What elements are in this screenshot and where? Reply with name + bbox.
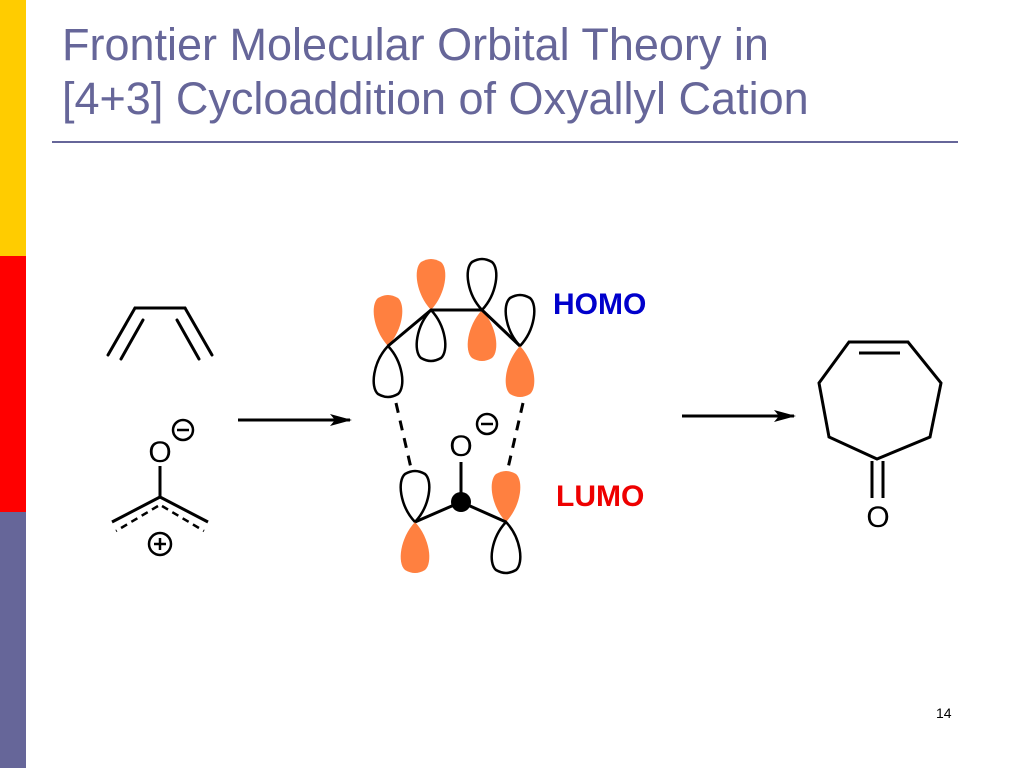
homo-label: HOMO xyxy=(553,288,646,321)
oxyallyl-oxygen-label: O xyxy=(148,436,171,469)
slide-title: Frontier Molecular Orbital Theory in [4+… xyxy=(62,18,962,126)
lumo-negative-charge xyxy=(475,412,499,436)
oxyallyl-positive-charge xyxy=(147,531,173,557)
title-underline xyxy=(52,141,958,143)
lumo-lobe-right-bottom xyxy=(490,520,522,575)
homo-lobe-c4-bottom xyxy=(505,346,535,397)
orbital-overlap-lines xyxy=(394,402,525,469)
homo-lobe-c2-top xyxy=(416,259,446,310)
homo-lobe-c1-bottom xyxy=(372,344,404,399)
lumo-lobe-left-bottom xyxy=(400,522,430,573)
lumo-oxygen-label: O xyxy=(449,430,472,463)
homo-lobe-c2-bottom xyxy=(415,308,447,363)
homo-lobe-c1-top xyxy=(373,295,403,346)
lumo-lobe-left-top xyxy=(399,469,431,524)
lumo-central-carbon xyxy=(451,492,471,512)
oxyallyl-cation-structure: O xyxy=(111,418,209,557)
page-number: 14 xyxy=(936,705,952,721)
homo-lobe-c4-top xyxy=(504,293,536,348)
accent-bar-yellow xyxy=(0,0,26,256)
accent-bar-red xyxy=(0,256,26,512)
cycloheptenone-structure xyxy=(817,340,943,498)
title-line-2: [4+3] Cycloaddition of Oxyallyl Cation xyxy=(62,73,809,124)
butadiene-structure xyxy=(106,306,214,361)
homo-lobe-c3-bottom xyxy=(467,310,497,361)
oxyallyl-negative-charge xyxy=(171,418,195,442)
lumo-label: LUMO xyxy=(556,480,644,513)
title-line-1: Frontier Molecular Orbital Theory in xyxy=(62,19,769,70)
accent-bar-blue xyxy=(0,512,26,768)
ketone-oxygen-label: O xyxy=(866,501,889,534)
homo-orbital-diagram xyxy=(372,257,536,399)
lumo-lobe-right-top xyxy=(491,471,521,522)
lumo-orbital-diagram xyxy=(399,462,522,575)
homo-lobe-c3-top xyxy=(466,257,498,312)
